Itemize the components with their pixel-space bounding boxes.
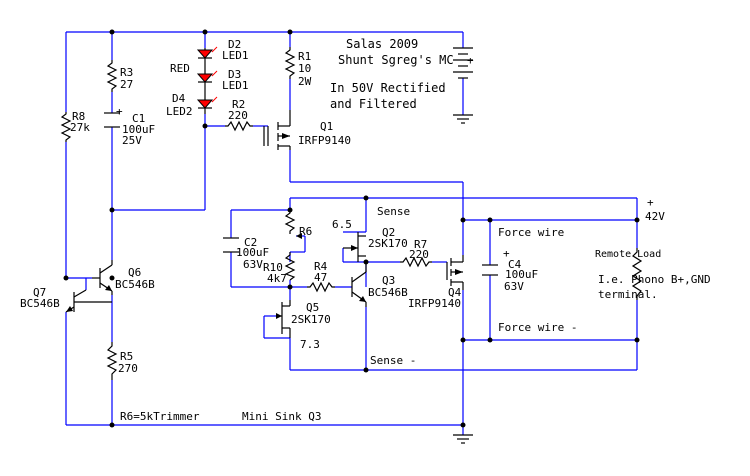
title-line1: Salas 2009 [346, 37, 418, 51]
q2-part: 2SK170 [368, 237, 408, 250]
q7-npn-icon [65, 289, 112, 313]
wires [65, 31, 638, 435]
q1-label: Q1 [320, 120, 333, 133]
q7-label: Q7 [33, 286, 46, 299]
r1-power: 2W [298, 75, 312, 88]
q3-npn-icon [351, 262, 367, 307]
r2-value: 220 [228, 109, 248, 122]
c1-value: 100uF [122, 123, 155, 136]
sense-plus-label: Sense [377, 205, 410, 218]
sense-minus-label: Sense - [370, 354, 416, 367]
q6-npn-icon [92, 260, 113, 295]
q4-label: Q4 [448, 286, 462, 299]
net-labels: Sense Sense - Force wire Force wire - + … [120, 196, 711, 423]
q2-jfet-icon [343, 232, 366, 262]
ie-line2: terminal. [598, 288, 658, 301]
d4-part: LED2 [166, 105, 193, 118]
resistors [60, 47, 643, 380]
volt-6-5: 6.5 [332, 218, 352, 231]
q1-part: IRFP9140 [298, 134, 351, 147]
led-icons [196, 46, 218, 114]
q1-mosfet-icon [263, 110, 291, 150]
title-block: Salas 2009 Shunt Sgreg's MC In 50V Recti… [330, 37, 454, 111]
q3-part: BC546B [368, 286, 408, 299]
r6-resistor [284, 210, 296, 234]
r7-value: 220 [409, 248, 429, 261]
q3-label: Q3 [382, 274, 395, 287]
r8-resistor [60, 112, 72, 142]
r1-value: 10 [298, 62, 311, 75]
d2-part: LED1 [222, 49, 249, 62]
r5-label: R5 [120, 350, 133, 363]
voltage-42v: 42V [645, 210, 665, 223]
c2-value: 100uF [236, 246, 269, 259]
c1-plus: + [116, 105, 123, 118]
r4-value: 47 [314, 271, 327, 284]
q5-part: 2SK170 [291, 313, 331, 326]
q2-label: Q2 [382, 226, 395, 239]
battery-icon [453, 47, 473, 79]
plus-42v-sign: + [647, 196, 654, 209]
component-labels: R1 10 2W R3 27 C1 100uF 25V + R8 27k RED… [20, 38, 538, 375]
c2-voltage: 63V [243, 258, 263, 271]
remote-load-label: Remote Load [595, 249, 661, 260]
r7-label: R7 [414, 238, 427, 251]
q4-mosfet-icon [446, 255, 464, 290]
d3-part: LED1 [222, 79, 249, 92]
r3-resistor [106, 60, 118, 92]
c4-value: 100uF [505, 268, 538, 281]
q7-part: BC546B [20, 297, 60, 310]
force-minus-label: Force wire - [498, 321, 577, 334]
q4-part: IRFP9140 [408, 297, 461, 310]
capacitors [104, 112, 498, 276]
r5-resistor [106, 342, 118, 380]
r2-resistor [225, 120, 253, 132]
volt-7-3: 7.3 [300, 338, 320, 351]
r8-label: R8 [72, 110, 85, 123]
d4-label: D4 [172, 92, 186, 105]
r6-label: R6 [299, 225, 312, 238]
c4-voltage: 63V [504, 280, 524, 293]
title-line4: and Filtered [330, 97, 417, 111]
r8-value: 27k [70, 121, 90, 134]
ground-icon-bottom [453, 434, 473, 444]
trimmer-note: R6=5kTrimmer [120, 410, 200, 423]
mini-sink-note: Mini Sink Q3 [242, 410, 321, 423]
r4-resistor [307, 281, 335, 293]
ground-icon-top [453, 114, 473, 124]
d3-label: D3 [228, 68, 241, 81]
r10-label: R10 [263, 261, 283, 274]
title-line2: Shunt Sgreg's MC [338, 53, 454, 67]
remote-load-resistor [631, 248, 643, 300]
c4-label: C4 [508, 258, 522, 271]
c1-label: C1 [132, 112, 145, 125]
c2-label: C2 [244, 236, 257, 249]
r3-value: 27 [120, 78, 133, 91]
red-label: RED [170, 62, 190, 75]
c4-plus: + [503, 247, 510, 260]
d2-label: D2 [228, 38, 241, 51]
battery-plus: + [467, 54, 474, 67]
c1-voltage: 25V [122, 134, 142, 147]
q6-label: Q6 [128, 266, 141, 279]
force-plus-label: Force wire [498, 226, 564, 239]
r10-resistor [284, 252, 296, 281]
title-line3: In 50V Rectified [330, 81, 446, 95]
r2-label: R2 [232, 98, 245, 111]
r5-value: 270 [118, 362, 138, 375]
q5-label: Q5 [306, 301, 319, 314]
r1-label: R1 [298, 50, 311, 63]
r3-label: R3 [120, 66, 133, 79]
r10-value: 4k7 [267, 272, 287, 285]
q5-jfet-icon [276, 300, 291, 338]
q6-part: BC546B [115, 278, 155, 291]
r1-resistor [284, 47, 296, 79]
r4-label: R4 [314, 260, 328, 273]
ie-line1: I.e. Phono B+,GND [598, 273, 711, 286]
r7-resistor [400, 256, 432, 268]
